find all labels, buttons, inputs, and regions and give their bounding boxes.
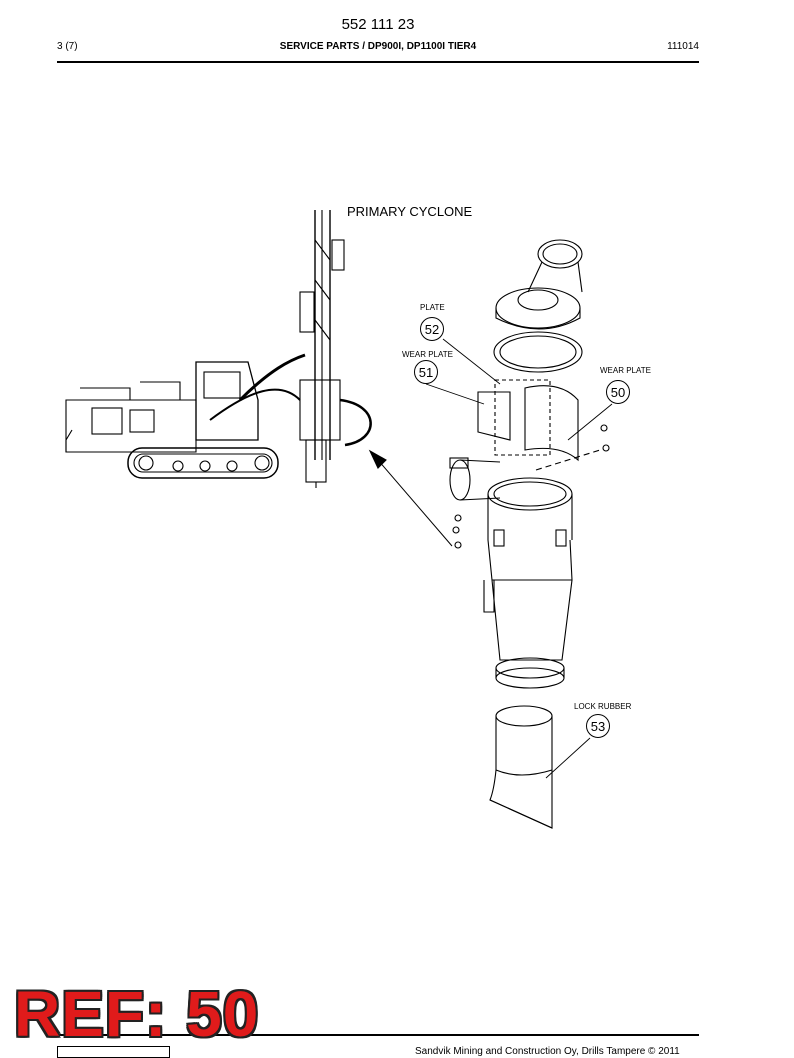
callout-leader-lines — [425, 338, 613, 779]
callout-label-52: PLATE — [420, 303, 445, 312]
header-rule — [57, 61, 699, 63]
callout-label-50: WEAR PLATE — [600, 366, 651, 375]
page-number: 3 (7) — [57, 41, 78, 52]
footer-copyright: Sandvik Mining and Construction Oy, Dril… — [415, 1046, 680, 1057]
header-title: SERVICE PARTS / DP900I, DP1100I TIER4 — [279, 41, 477, 52]
callout-52[interactable]: 52 — [420, 317, 444, 341]
diagram-title: PRIMARY CYCLONE — [347, 204, 473, 219]
callout-50[interactable]: 50 — [606, 380, 630, 404]
primary-cyclone-assembly — [449, 239, 610, 829]
footer-rule — [57, 1034, 699, 1036]
header-date: 111014 — [667, 41, 699, 52]
drill-rig-illustration — [65, 210, 372, 488]
callout-51[interactable]: 51 — [414, 360, 438, 384]
callout-53[interactable]: 53 — [586, 714, 610, 738]
indicator-arrow — [368, 449, 453, 547]
callout-label-51: WEAR PLATE — [402, 350, 453, 359]
reference-stamp: REF: 50 — [14, 978, 260, 1050]
document-number: 552 111 23 — [341, 16, 415, 33]
callout-label-53: LOCK RUBBER — [574, 702, 632, 711]
